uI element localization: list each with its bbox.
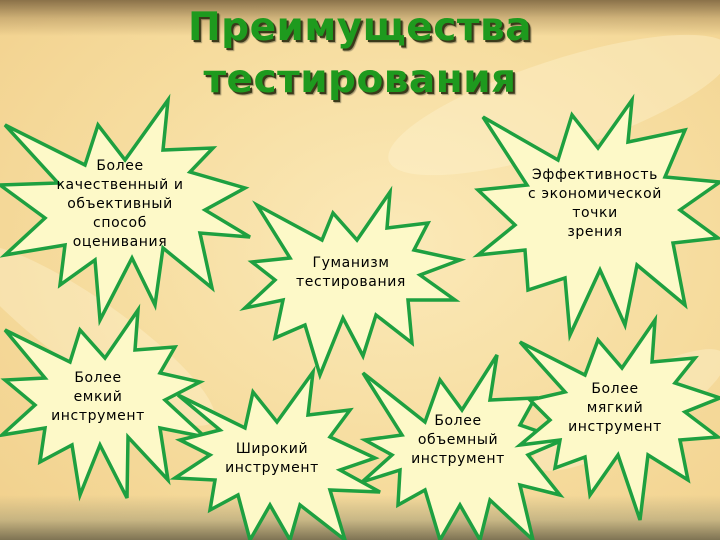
star-label-humanism: Гуманизм тестирования <box>276 254 426 292</box>
label-line: оценивания <box>72 234 168 250</box>
label-line: мягкий <box>586 400 644 416</box>
label-line: способ <box>93 215 147 231</box>
label-line: Более <box>74 370 122 386</box>
label-line: Более <box>96 158 144 174</box>
star-shape-quality <box>0 93 251 327</box>
title-line-1: Преимущества <box>188 5 532 50</box>
label-line: точки <box>572 205 618 221</box>
label-line: Более <box>434 413 482 429</box>
label-line: зрения <box>567 224 623 240</box>
star-label-soft: Более мягкий инструмент <box>555 380 675 437</box>
label-line: Эффективность <box>532 167 658 183</box>
label-line: объективный <box>67 196 173 212</box>
label-line: Более <box>591 381 639 397</box>
star-shape-efficiency <box>472 93 720 342</box>
label-line: емкий <box>73 389 123 405</box>
title-line-2: тестирования <box>203 57 517 102</box>
star-label-capacious: Более емкий инструмент <box>38 369 158 426</box>
star-label-voluminous: Более объемный инструмент <box>398 412 518 469</box>
label-line: объемный <box>417 432 499 448</box>
star-shape-voluminous <box>359 354 568 540</box>
star-shape-humanism <box>239 185 467 381</box>
label-line: инструмент <box>225 460 319 476</box>
star-shape-broad <box>169 365 381 540</box>
label-line: инструмент <box>568 419 662 435</box>
star-label-quality: Более качественный и объективный способ … <box>35 157 205 252</box>
label-line: инструмент <box>51 408 145 424</box>
label-line: с экономической <box>528 186 662 202</box>
star-shape-soft <box>514 313 720 521</box>
label-line: тестирования <box>296 274 406 290</box>
label-line: инструмент <box>411 451 505 467</box>
slide-title: Преимущества тестирования <box>160 2 560 106</box>
star-label-broad: Широкий инструмент <box>212 440 332 478</box>
star-label-efficiency: Эффективность с экономической точки зрен… <box>505 166 685 242</box>
label-line: Гуманизм <box>312 255 390 271</box>
label-line: Широкий <box>235 441 309 457</box>
star-shape-capacious <box>0 303 211 502</box>
label-line: качественный и <box>56 177 184 193</box>
